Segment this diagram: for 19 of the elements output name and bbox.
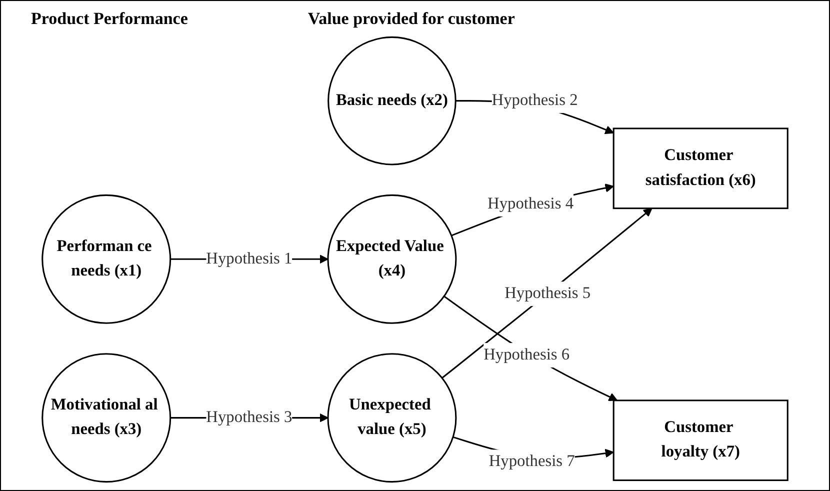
arrow	[451, 184, 614, 236]
node-circle: Motivational al needs (x3)	[42, 353, 172, 483]
edge-label: Hypothesis 2	[492, 92, 578, 110]
node-circle: Basic needs (x2)	[328, 36, 456, 166]
node-box: Customer loyalty (x7)	[612, 400, 788, 482]
column-heading: Value provided for customer	[308, 9, 515, 29]
edge-label: Hypothesis 7	[488, 452, 575, 470]
node-box: Customer satisfaction (x6)	[612, 128, 788, 210]
node-circle: Unexpected value (x5)	[327, 353, 457, 483]
node-circle: Performan ce needs (x1)	[42, 194, 172, 324]
arrow	[444, 296, 618, 401]
edge-label: Hypothesis 1	[206, 250, 292, 268]
node-circle: Expected Value (x4)	[327, 194, 457, 324]
edge-label: Hypothesis 3	[206, 408, 292, 426]
edge-label: Hypothesis 4	[488, 194, 574, 212]
edge-label: Hypothesis 5	[504, 284, 591, 302]
edge-label: Hypothesis 6	[484, 346, 570, 364]
arrow	[442, 208, 652, 379]
column-heading: Product Performance	[31, 9, 188, 29]
